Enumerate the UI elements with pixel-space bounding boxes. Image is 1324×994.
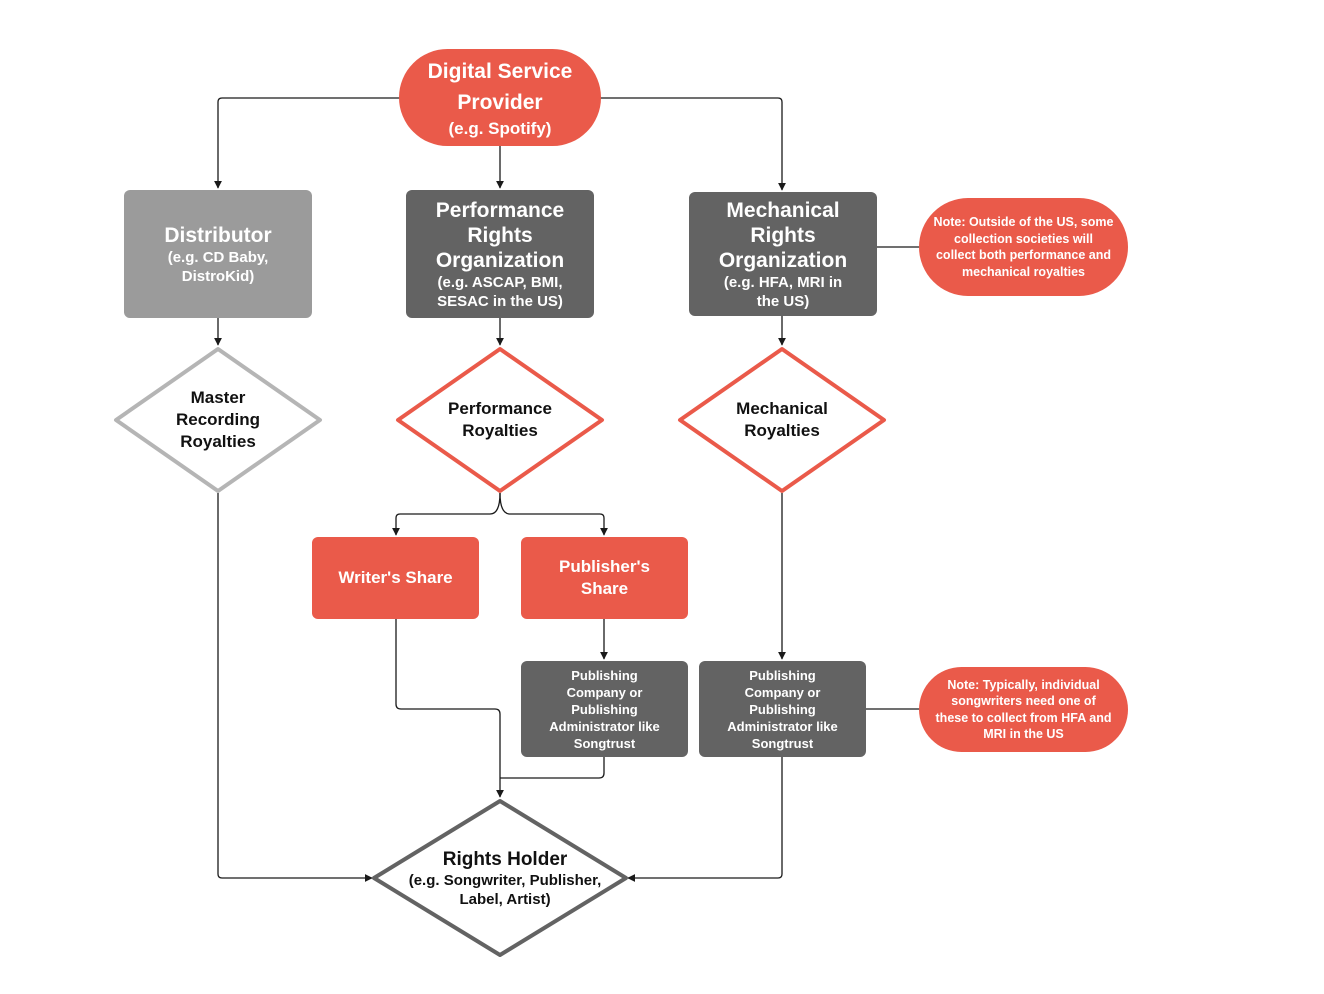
connector-master-to-holder: [217, 493, 373, 882]
connector-dsp-to-distributor: [214, 97, 400, 189]
mechanical-royalties-diamond: [678, 347, 886, 493]
rights-holder-diamond: [372, 799, 628, 957]
mechanical-royalties-label: Mechanical Royalties: [736, 399, 828, 440]
collection-societies-note: Note: Outside of the US, some collection…: [919, 198, 1128, 296]
publishers-share-node: Publisher's Share: [521, 537, 688, 619]
publishing-administrator-node-2: Publishing Company or Publishing Adminis…: [699, 661, 866, 757]
pro-title: Performance Rights Organization: [435, 198, 565, 272]
digital-service-provider-node: Digital Service Provider (e.g. Spotify): [399, 49, 601, 146]
publishing-admin-1-label: Publishing Company or Publishing Adminis…: [549, 667, 660, 751]
rights-holder-example: (e.g. Songwriter, Publisher, Label, Arti…: [408, 871, 602, 908]
distributor-example: (e.g. CD Baby, DistroKid): [167, 248, 269, 285]
songwriters-note: Note: Typically, individual songwriters …: [919, 667, 1128, 752]
performance-royalties-diamond: [396, 347, 604, 493]
connector-writers-to-holder: [395, 619, 504, 798]
writers-share-node: Writer's Share: [312, 537, 479, 619]
connector-dsp-to-mro: [600, 97, 786, 191]
pro-example: (e.g. ASCAP, BMI, SESAC in the US): [437, 273, 563, 310]
note-bottom-text: Note: Typically, individual songwriters …: [935, 677, 1112, 742]
distributor-node: Distributor (e.g. CD Baby, DistroKid): [124, 190, 312, 318]
connector-performance-to-writers: [392, 492, 501, 536]
publishing-admin-2-label: Publishing Company or Publishing Adminis…: [727, 667, 838, 751]
publishers-share-label: Publisher's Share: [559, 557, 650, 598]
publishing-administrator-node-1: Publishing Company or Publishing Adminis…: [521, 661, 688, 757]
performance-royalties-label: Performance Royalties: [448, 399, 552, 440]
dsp-title: Digital Service Provider: [427, 59, 573, 114]
rights-holder-label: Rights Holder (e.g. Songwriter, Publishe…: [385, 838, 625, 918]
connector-admin1-to-holder: [500, 757, 605, 779]
rights-holder-title: Rights Holder: [442, 848, 568, 870]
mro-title: Mechanical Rights Organization: [718, 198, 848, 272]
distributor-title: Distributor: [164, 223, 272, 247]
master-royalties-diamond: [114, 347, 322, 493]
mro-example: (e.g. HFA, MRI in the US): [723, 273, 843, 310]
master-recording-royalties-label: Master Recording Royalties: [175, 388, 261, 451]
performance-rights-organization-node: Performance Rights Organization (e.g. AS…: [406, 190, 594, 318]
writers-share-label: Writer's Share: [338, 568, 453, 587]
connector-admin2-to-holder: [627, 757, 783, 882]
dsp-example: (e.g. Spotify): [448, 118, 552, 138]
note-top-text: Note: Outside of the US, some collection…: [933, 215, 1114, 279]
mechanical-rights-organization-node: Mechanical Rights Organization (e.g. HFA…: [689, 192, 877, 316]
connector-performance-to-publishers: [499, 492, 608, 536]
